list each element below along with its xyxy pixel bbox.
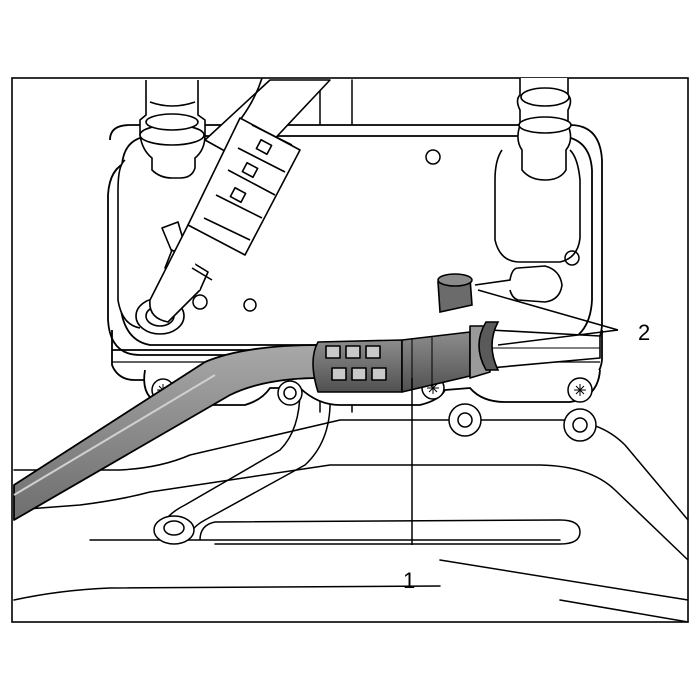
callout-label-2: 2 — [638, 320, 651, 345]
quick-connector-1 — [312, 325, 601, 393]
leader-lines — [411, 289, 619, 545]
upper-hose-connector — [149, 77, 331, 323]
right-inlet-pipe — [494, 78, 581, 263]
leader-line-2b — [497, 329, 619, 346]
o-ring-seals — [437, 265, 563, 371]
callout-label-1: 1 — [403, 568, 416, 593]
mounting-bolts — [151, 149, 597, 442]
left-inlet-pipe — [139, 80, 206, 179]
leader-line-2a — [477, 289, 619, 331]
